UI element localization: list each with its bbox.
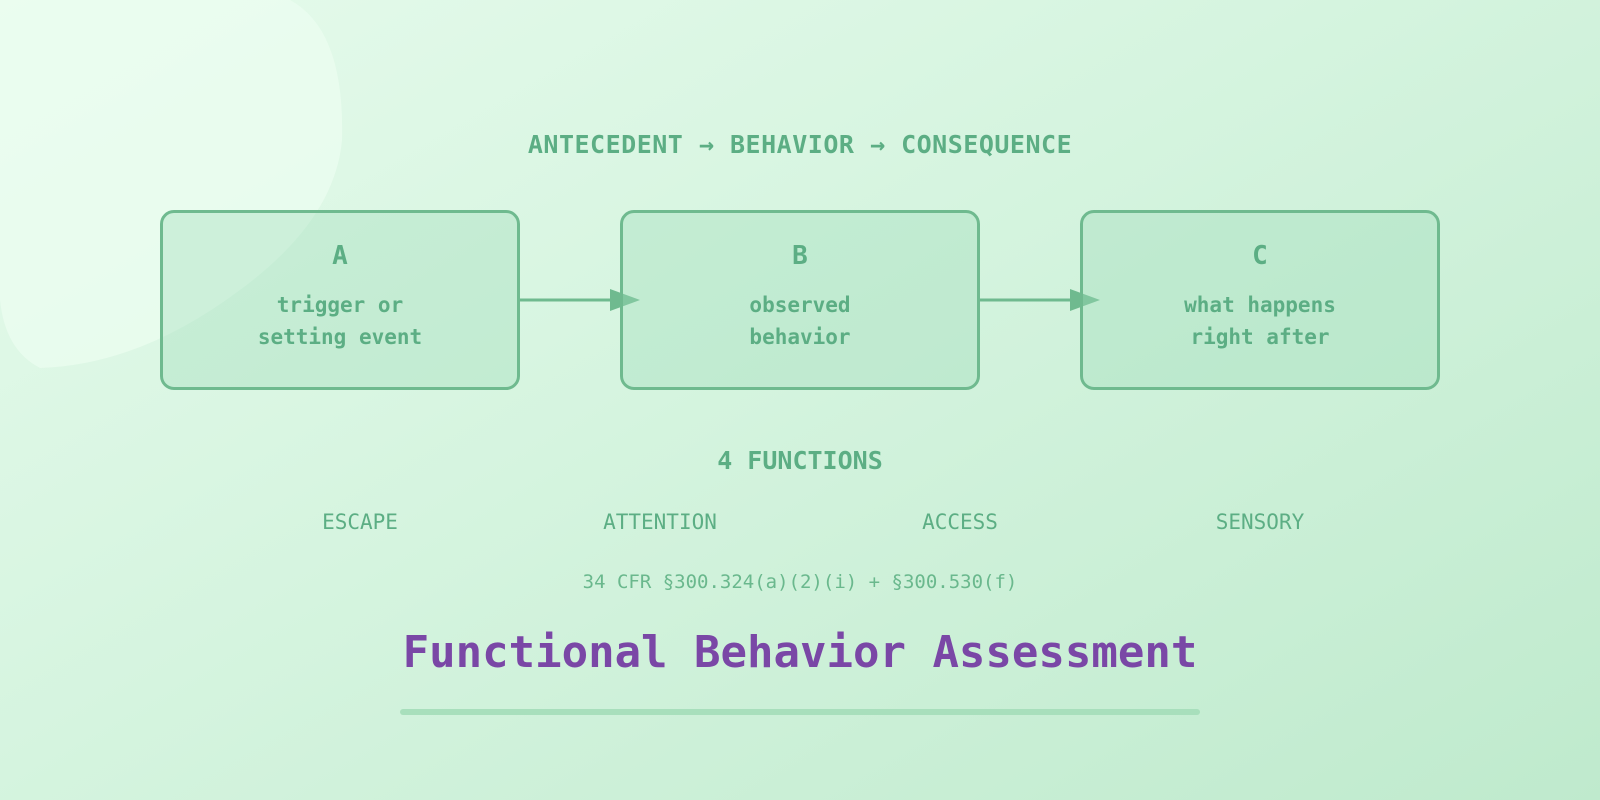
function-access: ACCESS	[922, 510, 998, 534]
box-letter-c: C	[1252, 241, 1268, 271]
title-underline	[400, 709, 1200, 715]
functions-title: 4 FUNCTIONS	[717, 446, 883, 475]
box-desc-c: what happens right after	[1184, 293, 1336, 349]
box-desc-b: observed behavior	[749, 293, 851, 349]
antecedent-box: A trigger or setting event	[160, 210, 520, 390]
page-title: Functional Behavior Assessment	[402, 627, 1198, 678]
box-letter-b: B	[792, 241, 808, 271]
behavior-box: B observed behavior	[620, 210, 980, 390]
arrow-a-to-b	[520, 289, 640, 311]
regulation-citation: 34 CFR §300.324(a)(2)(i) + §300.530(f)	[582, 571, 1018, 593]
box-desc-a: trigger or setting event	[257, 293, 423, 349]
function-sensory: SENSORY	[1215, 510, 1305, 534]
function-escape: ESCAPE	[322, 510, 398, 534]
consequence-box: C what happens right after	[1080, 210, 1440, 390]
box-letter-a: A	[332, 241, 348, 271]
arrow-b-to-c	[980, 289, 1100, 311]
flow-title: ANTECEDENT → BEHAVIOR → CONSEQUENCE	[527, 130, 1073, 159]
function-attention: ATTENTION	[603, 510, 717, 534]
